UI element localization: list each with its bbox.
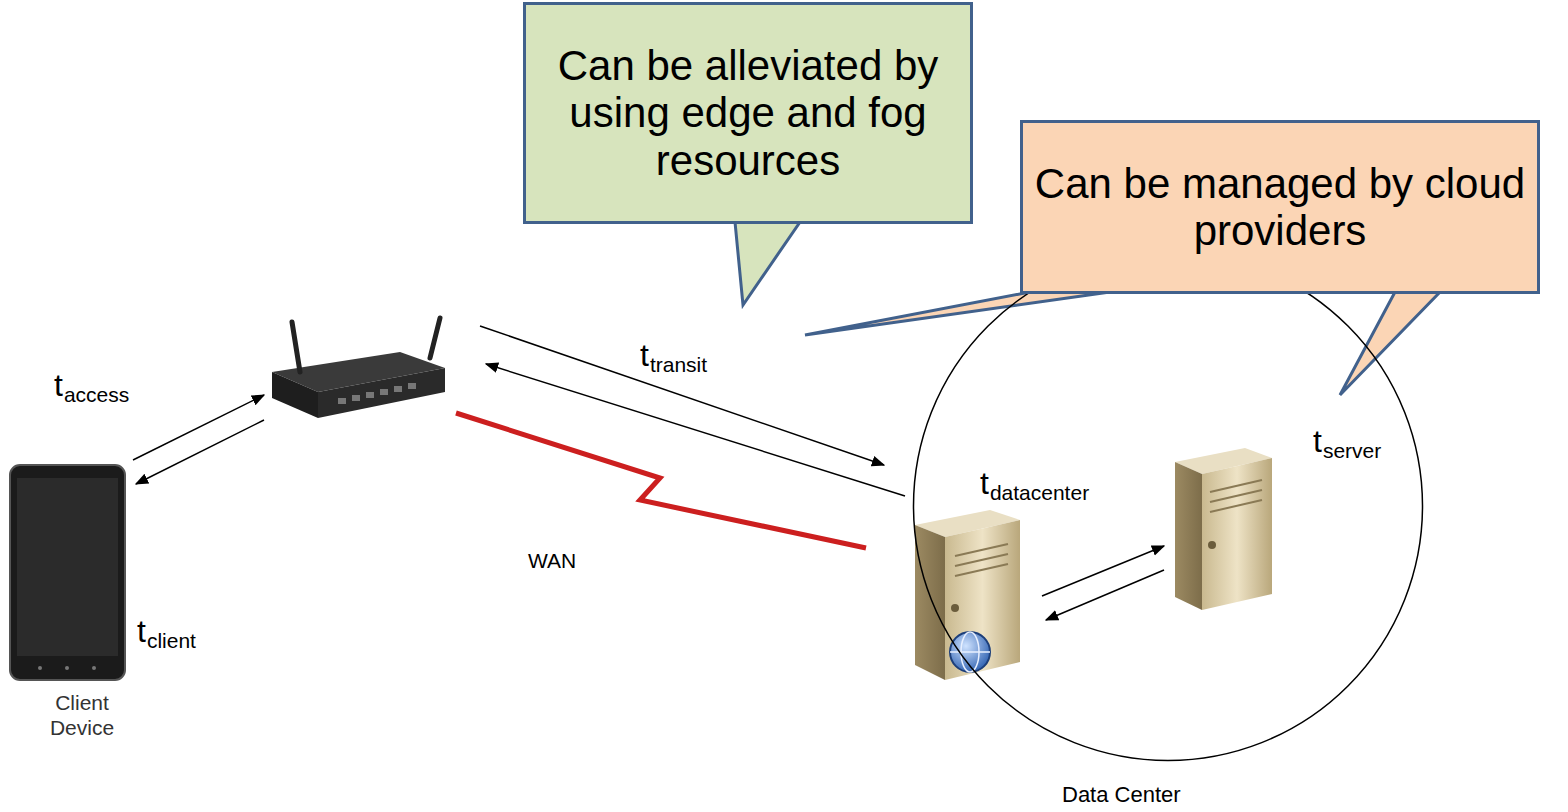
web-server-icon [915,510,1020,680]
datacenter-region: Data Center [912,250,1424,762]
arrow [1042,546,1164,596]
timing-symbol: t [1313,422,1322,460]
phone-icon [10,465,125,680]
callout-tail [1340,292,1440,395]
region-circle [914,252,1423,761]
timing-symbol: t [137,612,146,650]
link-label: WAN [528,548,576,573]
callout-tail [805,292,1110,335]
callout-box: Can be managed by cloud providers [1020,120,1540,294]
callout-box: Can be alleviated by using edge and fog … [523,2,973,224]
timing-subscript: datacenter [990,480,1089,505]
timing-subscript: client [147,628,196,653]
arrow [1046,570,1164,620]
arrow [136,420,264,484]
timing-symbol: t [640,336,649,374]
timing-subscript: server [1323,438,1381,463]
region-heading: Data Center [1062,782,1181,808]
wan-link [456,413,866,548]
timing-symbol: t [980,464,989,502]
arrow [486,364,905,496]
callout-text: Can be alleviated by using edge and fog … [536,42,960,183]
region-outline [912,250,1424,762]
arrow [133,395,264,460]
callout-tail [735,222,800,305]
arrow [480,326,884,465]
timing-symbol: t [54,366,63,404]
callout-text: Can be managed by cloud providers [1033,160,1527,254]
device-label: Client Device [40,690,124,740]
timing-subscript: access [64,382,129,407]
router-icon [272,318,445,418]
timing-subscript: transit [650,352,707,377]
server-icon [1175,448,1272,610]
